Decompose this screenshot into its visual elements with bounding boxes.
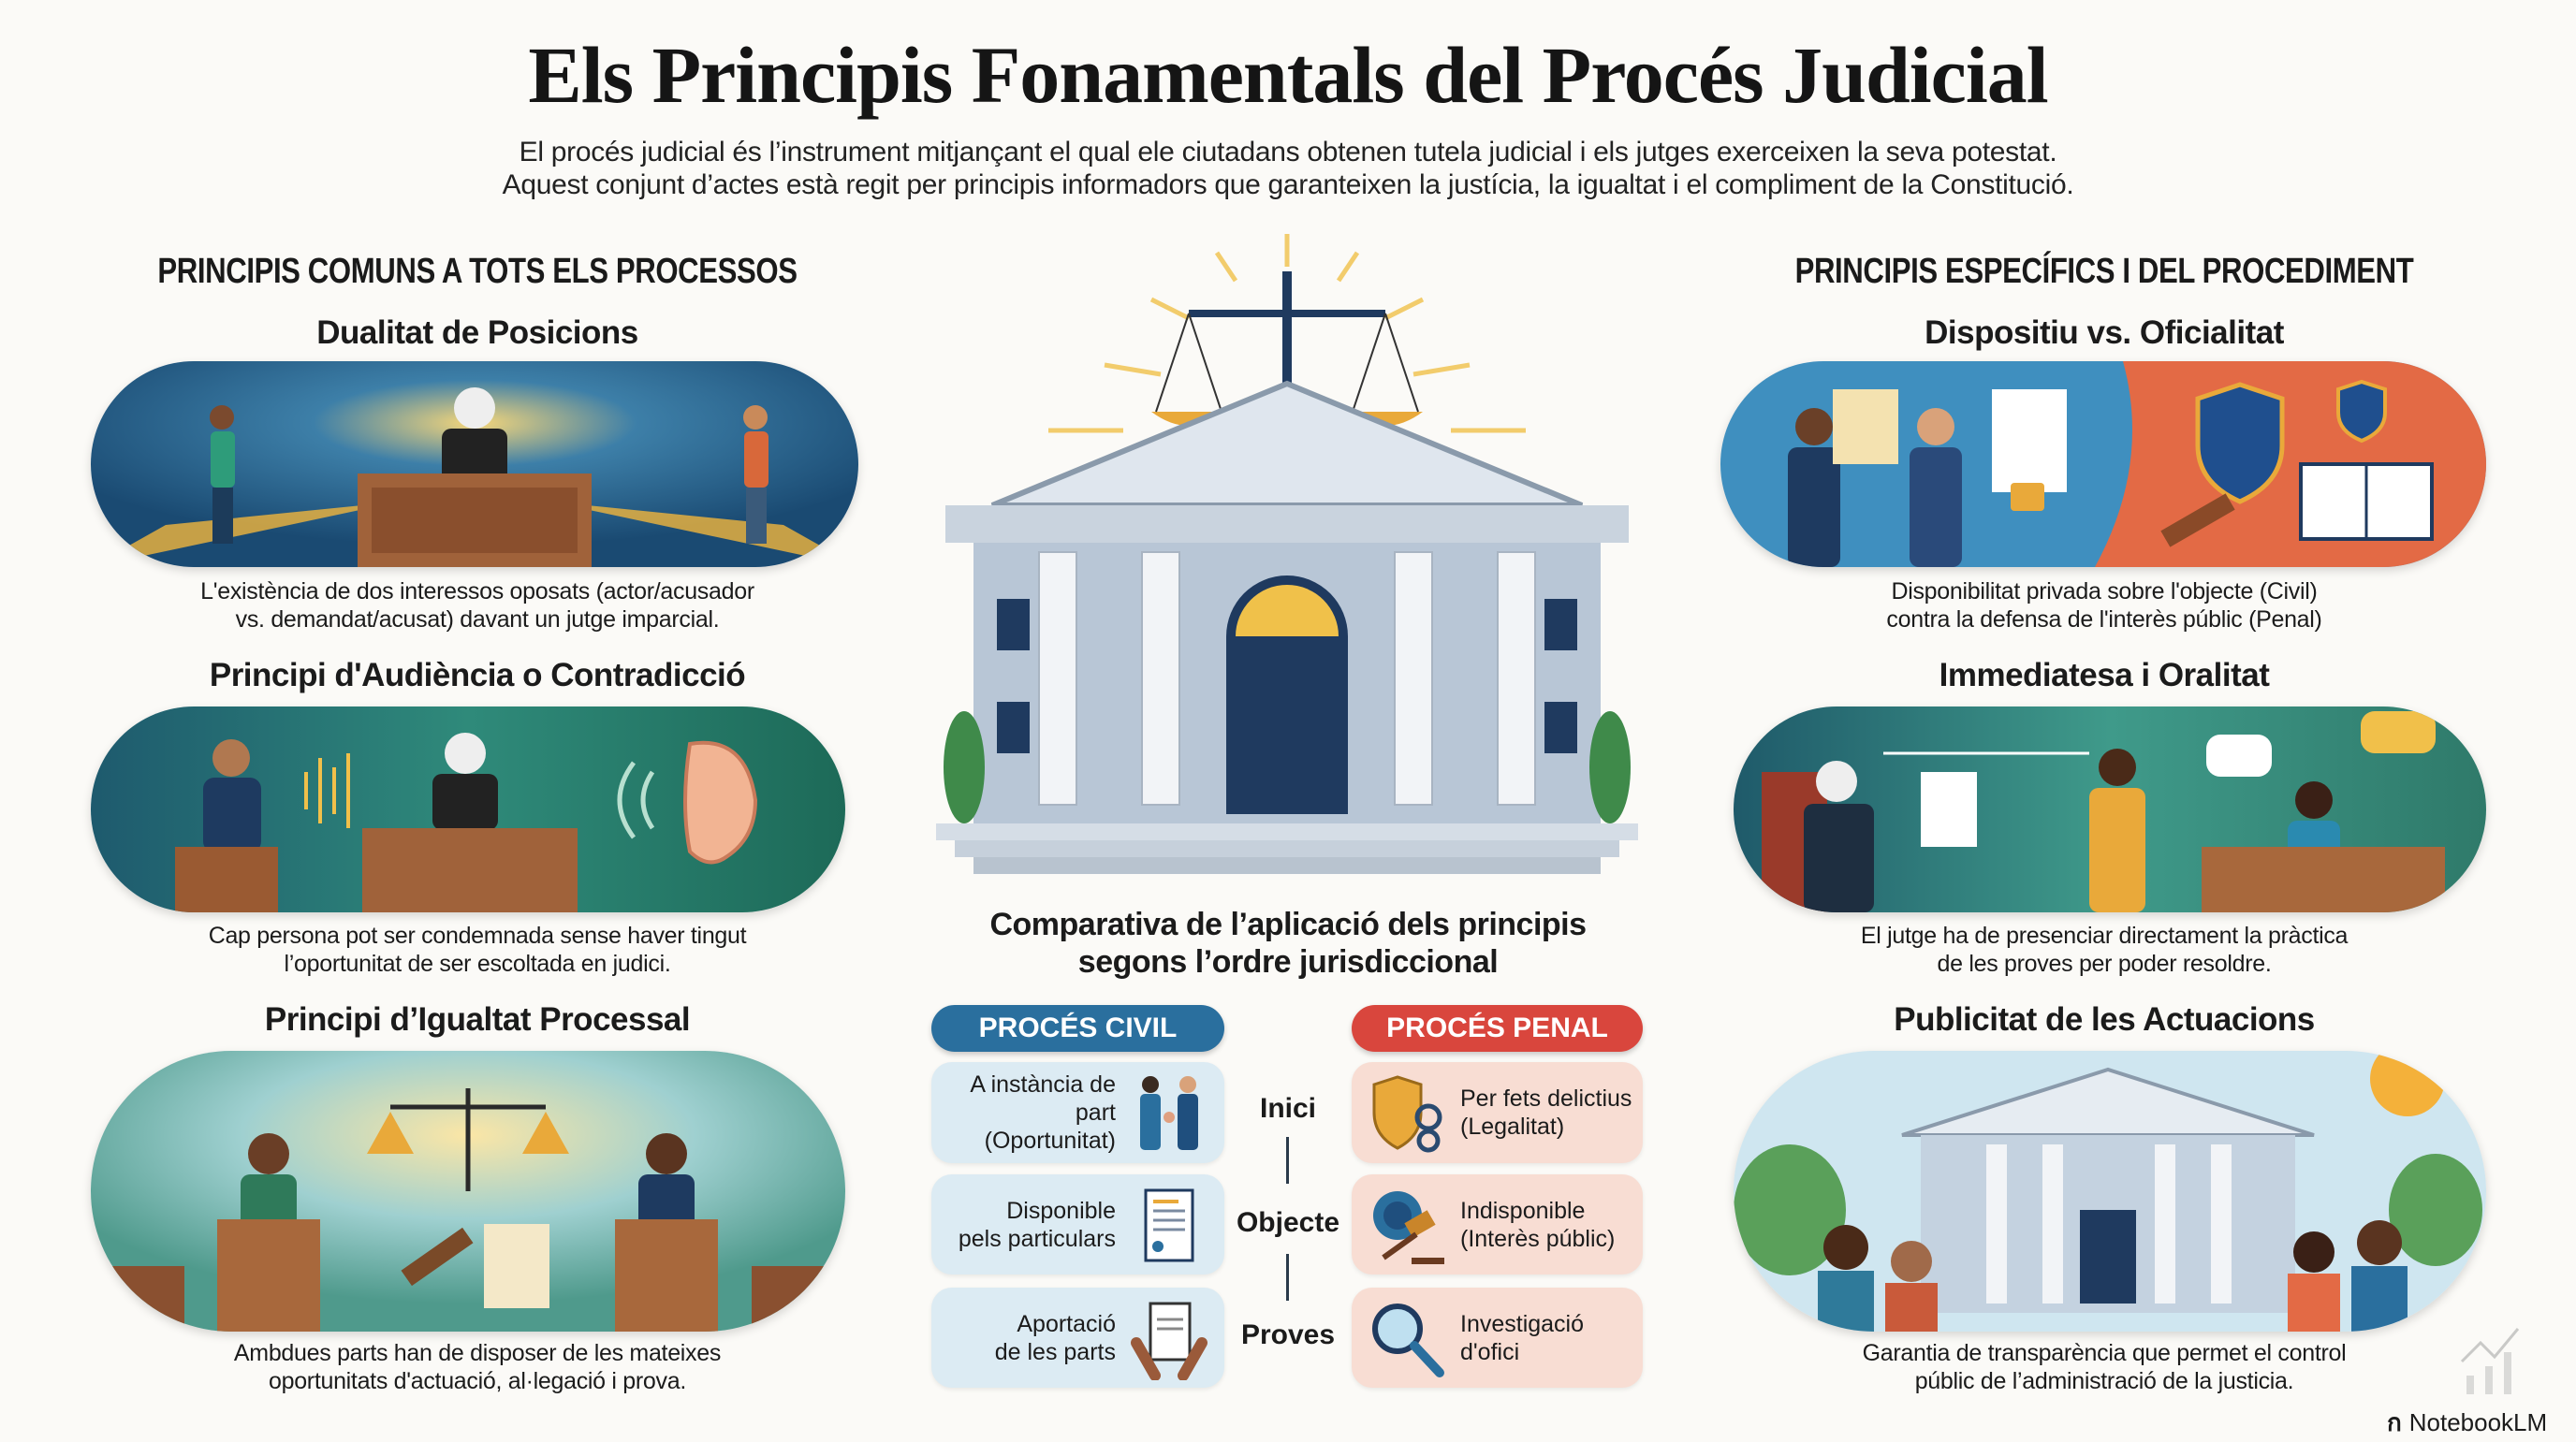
seal-gavel-icon (1373, 1190, 1444, 1264)
row-text: A instància de part (970, 1071, 1116, 1126)
principle-caption: Cap persona pot ser condemnada sense hav… (94, 922, 861, 978)
row-text: Disponible (1006, 1197, 1116, 1224)
row-text: d'ofici (1460, 1338, 1520, 1365)
caption-line: Ambdues parts han de disposer de les mat… (233, 1340, 722, 1366)
principle-title: Dispositiu vs. Oficialitat (1925, 314, 2284, 351)
aspect-label: Objecte (1236, 1207, 1340, 1238)
principle-caption: Ambdues parts han de disposer de les mat… (94, 1339, 861, 1395)
row-text: Investigació (1460, 1310, 1585, 1337)
divider-line (1286, 1254, 1289, 1301)
publicity-illustration (1734, 1051, 2486, 1332)
comparison-title: Comparativa de l’aplicació dels principi… (867, 906, 1709, 981)
comparison-title-line: segons l’ordre jurisdiccional (1077, 944, 1499, 980)
page-title: Els Principis Fonamentals del Procés Jud… (528, 30, 2048, 120)
dispositive-illustration (1720, 361, 2486, 567)
hearing-illustration (91, 706, 845, 912)
penal-row-objecte: Indisponible(Interès públic) (1352, 1174, 1643, 1274)
aspect-label: Inici (1259, 1093, 1316, 1124)
brand-label: NotebookLM (2408, 1408, 2548, 1436)
row-text: Per fets delictius (1460, 1085, 1632, 1112)
caption-line: L'existència de dos interessos oposats (… (200, 578, 754, 604)
civil-process-header: PROCÉS CIVIL (931, 1005, 1224, 1052)
growth-chart-watermark-icon (2457, 1324, 2523, 1399)
row-text: de les parts (994, 1338, 1116, 1365)
courthouse-illustration (936, 225, 1638, 875)
duality-illustration (91, 361, 858, 567)
principle-caption: El jutge ha de presenciar directament la… (1720, 922, 2488, 978)
caption-line: vs. demandat/acusat) davant un jutge imp… (235, 606, 720, 633)
civil-row-inici: A instància de part(Oportunitat) (931, 1062, 1224, 1163)
immediacy-illustration (1734, 706, 2486, 912)
principle-title: Principi d’Igualtat Processal (264, 1001, 691, 1038)
aspect-label: Proves (1240, 1319, 1336, 1350)
principle-title: Immediatesa i Oralitat (1939, 657, 2270, 693)
subtitle-line-1: El procés judicial és l’instrument mitja… (519, 137, 2057, 168)
right-column-heading: PRINCIPIS ESPECÍFICS I DEL PROCEDIMENT (1794, 252, 2414, 291)
principle-title: Publicitat de les Actuacions (1894, 1001, 2315, 1038)
principle-title: Dualitat de Posicions (316, 314, 638, 351)
badge-handcuffs-icon (1372, 1075, 1442, 1153)
caption-line: públic de l’administració de la justicia… (1914, 1368, 2294, 1394)
comparison-title-line: Comparativa de l’aplicació dels principi… (989, 907, 1587, 942)
row-text: (Oportunitat) (984, 1128, 1116, 1154)
document-icon (1144, 1188, 1194, 1261)
principle-title: Principi d'Audiència o Contradicció (209, 657, 746, 693)
row-text: Indisponible (1460, 1197, 1586, 1224)
row-text: pels particulars (958, 1225, 1116, 1252)
caption-line: contra la defensa de l'interès públic (P… (1886, 606, 2322, 633)
equality-illustration (91, 1051, 845, 1332)
principle-caption: Disponibilitat privada sobre l'objecte (… (1720, 577, 2488, 634)
caption-line: El jutge ha de presenciar directament la… (1860, 923, 2349, 949)
subtitle-line-2: Aquest conjunt d’actes està regit per pr… (502, 169, 2074, 200)
caption-line: de les proves per poder resoldre. (1937, 951, 2272, 977)
caption-line: Garantia de transparència que permet el … (1862, 1340, 2347, 1366)
principle-caption: Garantia de transparència que permet el … (1720, 1339, 2488, 1395)
handshake-icon (1140, 1076, 1198, 1150)
divider-line (1286, 1137, 1289, 1184)
row-text: (Legalitat) (1460, 1114, 1565, 1140)
row-text: Aportació (1017, 1310, 1116, 1337)
row-text: (Interès públic) (1460, 1225, 1616, 1252)
caption-line: Disponibilitat privada sobre l'objecte (… (1891, 578, 2318, 604)
principle-caption: L'existència de dos interessos oposats (… (94, 577, 861, 634)
caption-line: Cap persona pot ser condemnada sense hav… (208, 923, 747, 949)
caption-line: oportunitats d'actuació, al·legació i pr… (268, 1368, 686, 1394)
left-column-heading: PRINCIPIS COMUNS A TOTS ELS PROCESSOS (157, 252, 798, 291)
notebooklm-logo-icon: ก (2387, 1408, 2402, 1436)
hands-document-icon (1131, 1302, 1208, 1380)
caption-line: l’oportunitat de ser escoltada en judici… (284, 951, 671, 977)
penal-process-header: PROCÉS PENAL (1352, 1005, 1643, 1052)
magnifying-glass-icon (1372, 1303, 1444, 1377)
penal-row-inici: Per fets delictius(Legalitat) (1352, 1062, 1643, 1163)
